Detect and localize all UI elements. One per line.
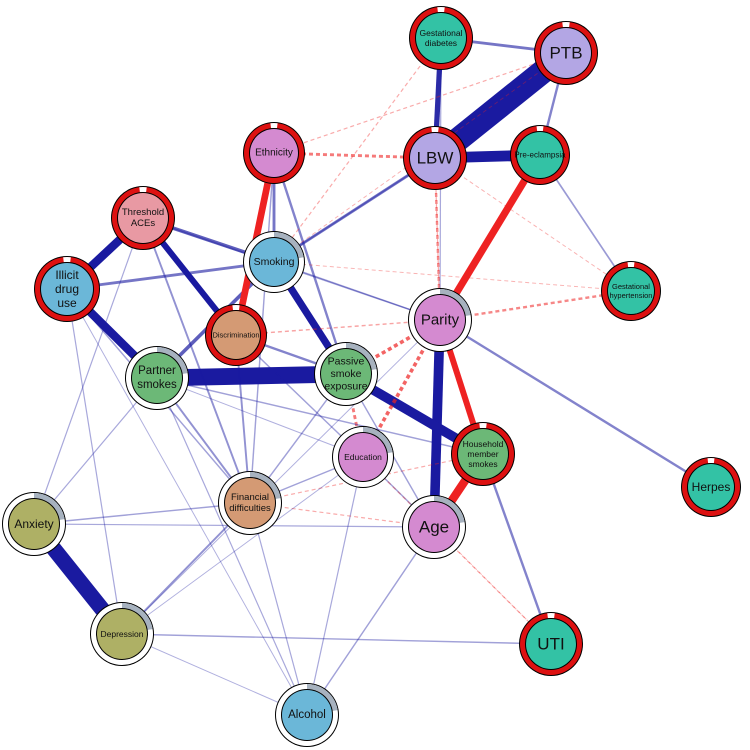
- node-smoking[interactable]: Smoking: [243, 231, 305, 293]
- node-label: Passive: [328, 356, 365, 368]
- node-uti[interactable]: UTI: [519, 612, 583, 676]
- node-label: exposure: [324, 380, 367, 392]
- edge-financial_difficulties-anxiety: [33, 502, 251, 525]
- edge-discrimination-parity: [235, 319, 441, 336]
- node-label: LBW: [417, 149, 454, 168]
- node-label: smokes: [137, 379, 177, 391]
- node-label: Smoking: [254, 256, 295, 268]
- node-ptb[interactable]: PTB: [534, 21, 598, 85]
- node-label: Financial: [231, 492, 269, 503]
- node-label: ACEs: [131, 218, 156, 229]
- edge-partner_smokes-household_member_smokes: [156, 377, 484, 455]
- node-label: Parity: [421, 312, 460, 329]
- node-label: Alcohol: [288, 709, 326, 721]
- node-age[interactable]: Age: [402, 495, 466, 559]
- edge-alcohol-depression: [121, 633, 308, 716]
- node-education[interactable]: Education: [332, 426, 394, 488]
- node-label: diabetes: [425, 38, 457, 48]
- edge-parity-education: [361, 319, 442, 458]
- edge-ptb-ethnicity: [273, 52, 567, 154]
- node-label: Partner: [138, 365, 176, 377]
- edge-ethnicity-passive_smoke_exposure: [272, 152, 348, 375]
- edge-depression-parity: [121, 319, 441, 635]
- edge-partner_smokes-education: [156, 377, 364, 458]
- node-label: member: [467, 449, 498, 459]
- node-label: Anxiety: [14, 517, 53, 531]
- node-label: smoke: [331, 368, 362, 380]
- node-label: hypertension: [610, 291, 653, 300]
- node-label: Depression: [101, 629, 144, 639]
- edge-smoking-gestational_hypertension: [273, 261, 632, 292]
- edge-alcohol-financial_difficulties: [249, 502, 308, 716]
- edge-alcohol-partner_smokes: [156, 377, 308, 716]
- node-label: Pre-eclampsia: [514, 151, 566, 160]
- node-label: difficulties: [229, 503, 271, 514]
- node-depression[interactable]: Depression: [90, 602, 154, 666]
- node-label: Herpes: [692, 480, 731, 494]
- node-partner-smokes[interactable]: Partner smokes: [125, 346, 189, 410]
- edge-education-uti: [362, 456, 552, 645]
- node-label: Household: [463, 439, 504, 449]
- node-parity[interactable]: Parity: [408, 288, 472, 352]
- edge-threshold_aces-financial_difficulties: [142, 217, 251, 504]
- node-pre-eclampsia[interactable]: Pre-eclampsia: [510, 125, 570, 185]
- node-label: Threshold: [122, 207, 164, 218]
- node-label: smokes: [468, 459, 497, 469]
- edge-anxiety-threshold_aces: [33, 217, 144, 525]
- node-label: PTB: [549, 44, 582, 63]
- node-label: use: [57, 296, 77, 310]
- edge-lbw-gestational_hypertension: [434, 157, 632, 292]
- edge-gestational_diabetes-smoking: [273, 37, 442, 263]
- edge-depression-education: [121, 456, 364, 635]
- node-herpes[interactable]: Herpes: [681, 457, 741, 517]
- edge-depression-illicit_drug_use: [66, 288, 123, 635]
- edge-alcohol-illicit_drug_use: [66, 288, 308, 716]
- node-label: Gestational: [420, 28, 463, 38]
- edge-alcohol-education: [306, 456, 364, 716]
- node-ethnicity[interactable]: Ethnicity: [243, 122, 305, 184]
- edge-illicit_drug_use-smoking: [66, 260, 275, 291]
- node-label: Gestational: [612, 282, 650, 291]
- edge-pre_eclampsia-parity: [436, 153, 544, 322]
- edge-alcohol-age: [306, 526, 435, 716]
- node-label: Education: [344, 452, 382, 462]
- node-anxiety[interactable]: Anxiety: [2, 492, 66, 556]
- node-alcohol[interactable]: Alcohol: [275, 683, 339, 747]
- edge-household_member_smokes-uti: [481, 453, 553, 645]
- node-label: UTI: [537, 635, 564, 654]
- node-label: drug: [55, 282, 79, 296]
- node-label: Illicit: [55, 268, 79, 282]
- node-discrimination[interactable]: Discrimination: [205, 304, 267, 366]
- node-lbw[interactable]: LBW: [403, 126, 467, 190]
- node-label: Discrimination: [212, 331, 259, 340]
- edge-parity-herpes: [439, 318, 712, 489]
- node-label: Age: [419, 518, 449, 537]
- edge-ptb-smoking: [273, 52, 567, 263]
- node-label: Ethnicity: [255, 148, 293, 159]
- edge-depression-uti: [121, 633, 552, 645]
